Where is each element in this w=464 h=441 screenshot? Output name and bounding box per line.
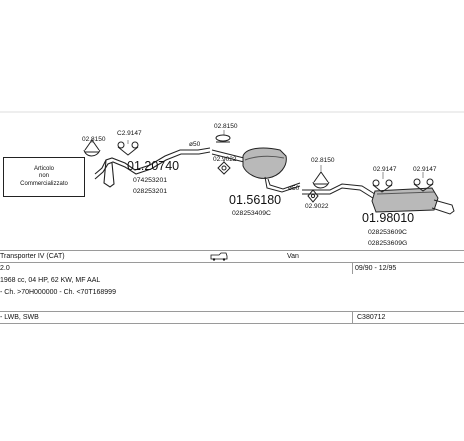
note-line-2: non <box>38 173 49 180</box>
spec-text: 1968 cc, 04 HP, 62 KW, MF AAL <box>0 277 101 284</box>
body-type-text: Van <box>287 253 299 260</box>
clamp-center2-label: 02.9022 <box>305 203 329 210</box>
rear-silencer-number: 01.98010 <box>362 211 414 225</box>
code-text: C380712 <box>357 314 386 321</box>
front-pipe[interactable] <box>94 147 211 188</box>
middle-silencer[interactable] <box>211 147 301 193</box>
hanger-right1-icon[interactable] <box>372 179 393 193</box>
exhaust-system-diagram: 02.8150 C2.9147 01.20740 074253201 02825… <box>0 111 464 247</box>
note-line-1: Articolo <box>33 165 54 172</box>
middle-silencer-oe: 028253409C <box>232 210 271 217</box>
table-bottom-rule <box>0 323 464 324</box>
gasket-mid-icon[interactable] <box>217 161 231 175</box>
front-pipe-number: 01.20740 <box>127 159 179 173</box>
divider-date <box>352 262 353 274</box>
hanger-right2-icon[interactable] <box>413 178 434 192</box>
gasket-top-label: 02.8150 <box>214 123 238 130</box>
note-line-3: Commercializzato <box>20 180 68 187</box>
gasket-mid-label: 02.9022 <box>213 156 237 163</box>
hanger-left-icon[interactable] <box>117 141 139 156</box>
hanger-right1-label: 02.9147 <box>373 166 397 173</box>
front-pipe-oe1: 074253201 <box>133 177 167 184</box>
engine-text: 2.0 <box>0 265 10 272</box>
middle-silencer-number: 01.56180 <box>229 193 281 207</box>
divider-code <box>352 311 353 323</box>
clamp-left-label: 02.8150 <box>82 136 106 143</box>
gasket-top-icon[interactable] <box>215 134 231 143</box>
van-icon <box>210 252 228 263</box>
clamp-center-icon[interactable] <box>312 171 330 189</box>
rear-silencer-oe2: 028253609G <box>368 240 407 247</box>
pipe-diameter-1: ø50 <box>189 141 201 148</box>
rear-silencer[interactable] <box>302 183 455 215</box>
variant-text: - LWB, SWB <box>0 314 39 321</box>
clamp-center-label: 02.8150 <box>311 157 335 164</box>
hanger-left-label: C2.9147 <box>117 130 142 137</box>
model-text: Transporter IV (CAT) <box>0 253 65 260</box>
hanger-right2-label: 02.9147 <box>413 166 437 173</box>
rear-silencer-oe1: 028253609C <box>368 229 407 236</box>
leader-lines <box>91 130 424 179</box>
vehicle-info-table: Transporter IV (CAT) Van 2.0 09/90 - 12/… <box>0 250 464 330</box>
row-model: Transporter IV (CAT) Van <box>0 250 464 263</box>
row-variant: - LWB, SWB C380712 <box>0 311 464 324</box>
date-range-text: 09/90 - 12/95 <box>355 265 397 272</box>
gasket-center-icon[interactable] <box>307 189 319 203</box>
front-pipe-oe2: 028253201 <box>133 188 167 195</box>
not-sold-note: Articolo non Commercializzato <box>3 157 85 197</box>
row-engine: 2.0 09/90 - 12/95 <box>0 262 464 275</box>
chassis-text: - Ch. >70H000000 - Ch. <70T168999 <box>0 289 116 296</box>
pipe-diameter-2: ø50 <box>288 185 300 192</box>
